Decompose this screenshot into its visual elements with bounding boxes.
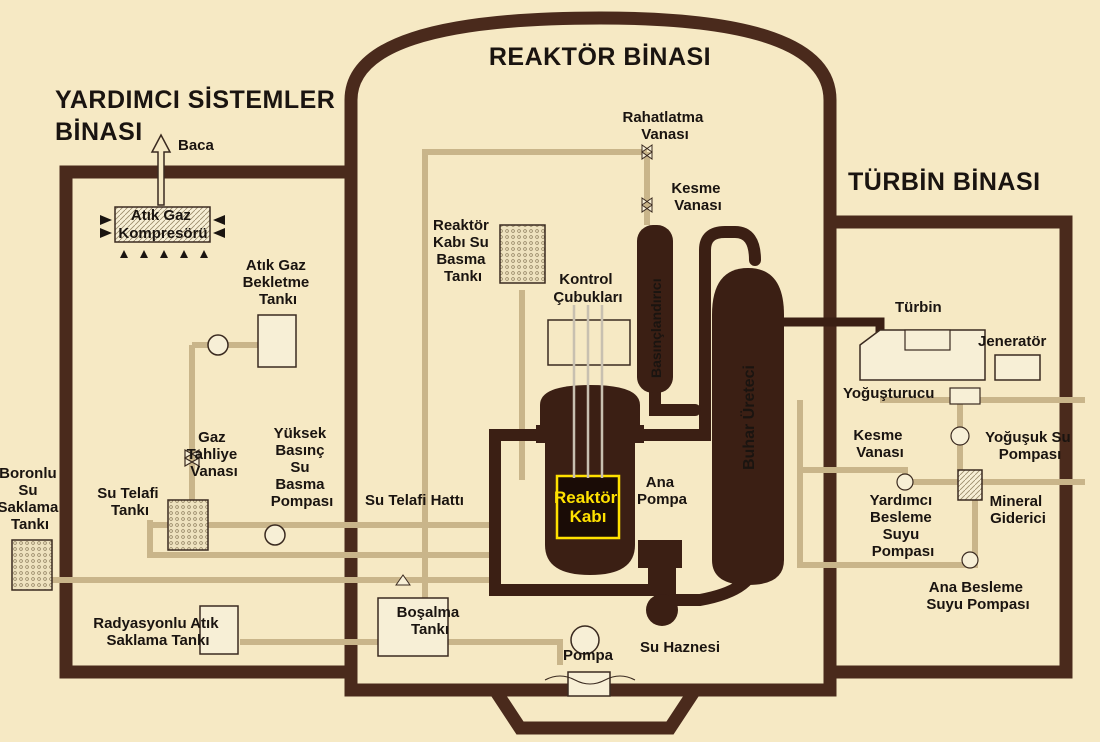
- condensate-pump: [950, 426, 970, 446]
- reactor-vessel-label: Reaktör Kabı: [554, 488, 622, 526]
- condenser: [949, 387, 981, 405]
- auxiliary-building-title: YARDIMCI SİSTEMLER BİNASI: [55, 86, 343, 146]
- reactor-vessel: [536, 305, 644, 575]
- main-coolant-pump: [638, 540, 682, 626]
- drain-tank: [377, 574, 449, 657]
- control-rods-label: Kontrol Çubukları: [553, 271, 622, 306]
- demineralizer: [957, 469, 983, 501]
- boron-storage-tank: [11, 539, 53, 591]
- demineralizer-label: Mineral Giderici: [990, 493, 1047, 527]
- reactor-building-title: REAKTÖR BİNASI: [489, 42, 711, 71]
- sump-pump-label: Pompa: [563, 647, 614, 664]
- aux-feed-pump: [896, 473, 914, 491]
- drain-tank-label: Boşalma Tankı: [397, 604, 464, 638]
- auxiliary-building-wall: [59, 165, 345, 679]
- boron-tank-label: Boronlu Su Saklama Tankı: [0, 465, 63, 533]
- makeup-tank-label: Su Telafi Tankı: [97, 485, 163, 519]
- aux-feed-pump-label: Yardımcı Besleme Suyu Pompası: [870, 492, 937, 560]
- makeup-water-tank: [167, 499, 209, 551]
- hp-pump-label: Yüksek Basınç Su Basma Pompası: [271, 425, 334, 510]
- generator-label: Jeneratör: [978, 333, 1047, 350]
- reactor-building-wall: [344, 11, 837, 735]
- gas-vent-valve: [183, 448, 201, 468]
- steam-generator-label: Buhar Üreteci: [739, 365, 758, 470]
- pressurizer: [637, 225, 673, 393]
- condenser-label: Yoğuşturucu: [843, 385, 934, 402]
- condensate-pump-label: Yoğuşuk Su Pompası: [985, 429, 1075, 463]
- rad-waste-tank-label: Radyasyonlu Atık Saklama Tankı: [93, 615, 222, 649]
- isolation-valve-top-label: Kesme Vanası: [671, 180, 724, 214]
- offgas-compressor: [100, 206, 225, 258]
- offgas-compressor-label: Atık Gaz Kompresörü: [118, 207, 207, 242]
- sump-pump: [544, 625, 636, 697]
- turbine-label: Türbin: [895, 299, 942, 316]
- sump-label: Su Haznesi: [640, 639, 720, 656]
- chimney: [150, 133, 172, 206]
- vessel-injection-tank-label: Reaktör Kabı Su Basma Tankı: [433, 217, 493, 285]
- relief-valve: [641, 144, 653, 160]
- vessel-injection-tank: [499, 224, 546, 284]
- turbine-building-wall: [836, 215, 1073, 679]
- hp-injection-pump: [264, 524, 286, 546]
- offgas-tank-label: Atık Gaz Bekletme Tankı: [243, 257, 314, 308]
- steam-generator: [712, 268, 784, 585]
- isolation-valve-top: [641, 197, 653, 213]
- generator: [994, 354, 1041, 381]
- rad-waste-tank: [199, 605, 239, 655]
- turbine-unit: [859, 329, 986, 381]
- main-feed-pump-label: Ana Besleme Suyu Pompası: [926, 579, 1029, 613]
- offgas-holdup-tank: [207, 314, 297, 368]
- relief-valve-label: Rahatlatma Vanası: [622, 109, 707, 143]
- main-feed-pump: [961, 551, 979, 569]
- pressurizer-label: Basınçlandırıcı: [648, 278, 664, 378]
- main-pump-label: Ana Pompa: [637, 474, 688, 508]
- isolation-valve-turbine-label: Kesme Vanası: [853, 427, 906, 461]
- makeup-line-label: Su Telafi Hattı: [365, 492, 464, 509]
- turbine-building-title: TÜRBİN BİNASI: [848, 167, 1041, 196]
- chimney-label: Baca: [178, 137, 215, 154]
- gas-vent-valve-label: Gaz Tahliye Vanası: [187, 429, 242, 480]
